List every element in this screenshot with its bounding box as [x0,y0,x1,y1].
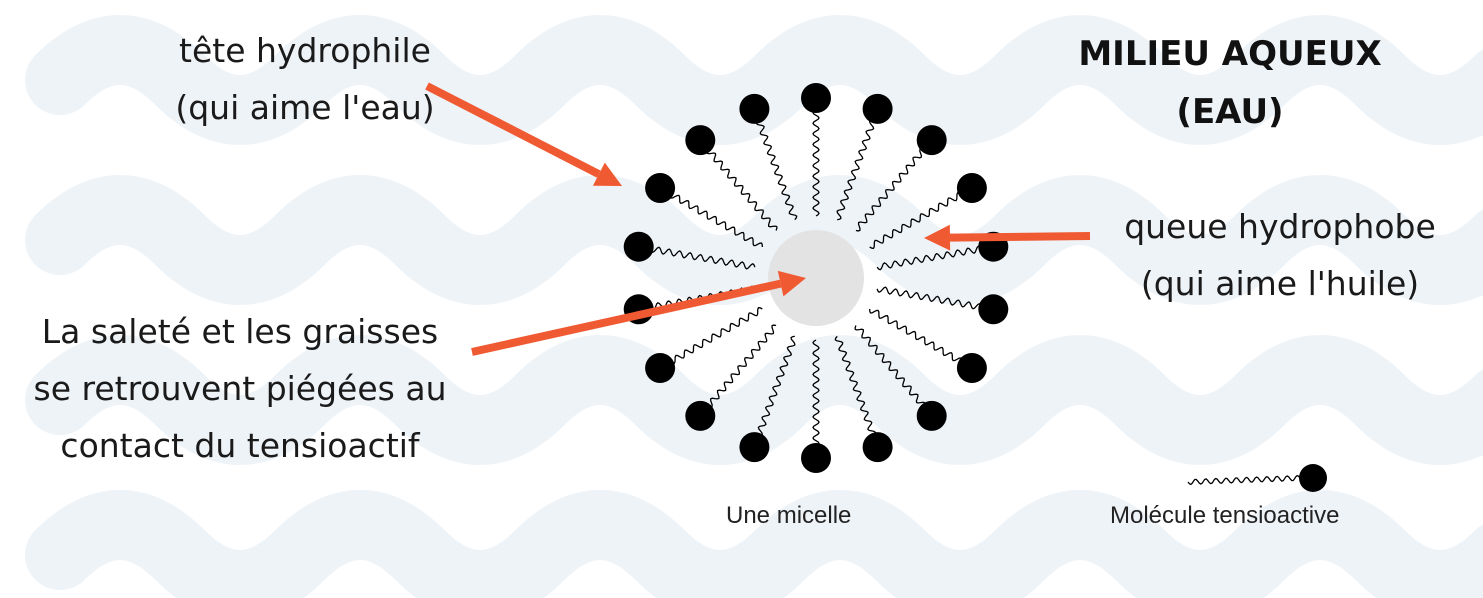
hydrophilic-head-label: tête hydrophile (qui aime l'eau) [100,22,510,136]
wave-band [25,490,1483,598]
hydrophilic-head [801,83,831,113]
hydrophilic-head-label-line: (qui aime l'eau) [175,88,435,127]
hydrophobic-tail [869,308,963,363]
surfactant-molecule-caption: Molécule tensioactive [1110,502,1340,529]
hydrophilic-head [685,125,716,156]
hydrophobic-tail-label-line: queue hydrophobe [1124,207,1436,246]
micelle-core-dirt [768,230,864,326]
hydrophilic-head [685,400,716,431]
hydrophobic-tail [670,307,763,364]
arrow-to-hydrophilic-head [425,82,622,186]
surfactant-molecule [801,83,831,217]
surfactant-molecule [685,125,778,231]
hydrophilic-head [956,173,987,203]
surfactant-molecule [685,324,777,431]
hydrophilic-head [645,173,676,203]
hydrophobic-tail [755,119,798,221]
hydrophobic-tail [706,149,778,231]
aqueous-medium-label-line: MILIEU AQUEUX [1078,34,1382,74]
wave-band [25,15,1483,145]
hydrophilic-head [978,294,1009,325]
surfactant-molecule [854,325,947,431]
hydrophobic-tail [812,109,820,217]
surfactant-molecule [876,286,1009,325]
wave-band [25,335,1483,465]
arrow-to-hydrophobic-tail [924,224,1091,251]
hydrophilic-head-label-line: tête hydrophile [179,31,431,70]
hydrophilic-head [645,353,676,383]
surfactant-molecule [623,231,756,270]
trapped-dirt-label-line: La saleté et les graisses [41,312,439,351]
hydrophobic-tail [757,335,796,437]
hydrophobic-tail [876,245,982,271]
hydrophilic-head [623,231,654,262]
surfactant-molecule [645,307,763,383]
trapped-dirt-label: La saleté et les graisses se retrouvent … [0,303,480,474]
surfactant-molecule [739,93,798,221]
hydrophilic-head [739,93,770,124]
hydrophobic-tail [836,119,875,221]
legend-tail [1187,474,1301,486]
surfactant-molecule [869,308,987,383]
surfactant-molecule [836,93,893,221]
surfactant-molecule [834,335,893,463]
surfactant-molecule [801,339,831,473]
hydrophilic-head [739,432,770,463]
surfactant-molecule [645,173,763,248]
hydrophilic-head [862,432,893,463]
hydrophobic-tail [649,246,756,270]
hydrophilic-head [916,125,947,156]
hydrophilic-head [916,400,947,431]
hydrophobic-tail-label-line: (qui aime l'huile) [1140,264,1420,303]
legend-molecule-diagram [1187,464,1327,492]
hydrophobic-tail-label: queue hydrophobe (qui aime l'huile) [1100,198,1460,312]
wave-band [25,175,1483,305]
hydrophobic-tail [876,286,983,310]
hydrophobic-tail [812,339,820,447]
aqueous-medium-label-line: (EAU) [1176,92,1284,132]
hydrophilic-head [801,443,831,473]
hydrophobic-tail [854,325,926,407]
hydrophobic-tail [869,192,962,249]
trapped-dirt-label-line: contact du tensioactif [60,426,420,465]
surfactant-molecule [739,335,796,463]
hydrophilic-head [862,93,893,124]
annotation-arrows [425,82,1091,356]
hydrophobic-tail [834,335,877,437]
water-wave-background [25,15,1483,598]
aqueous-medium-label: MILIEU AQUEUX (EAU) [1035,25,1425,141]
hydrophobic-tail [855,148,925,232]
hydrophobic-tail [707,324,777,408]
micelle-caption: Une micelle [726,502,852,529]
trapped-dirt-label-line: se retrouvent piégées au [33,369,447,408]
surfactant-molecule [855,125,947,232]
arrow-to-micelle-core [471,270,806,356]
micelle-molecules [623,83,1009,473]
hydrophobic-tail [669,193,763,248]
legend-head [1299,464,1327,492]
surfactant-molecule [869,173,987,249]
hydrophilic-head [956,353,987,383]
